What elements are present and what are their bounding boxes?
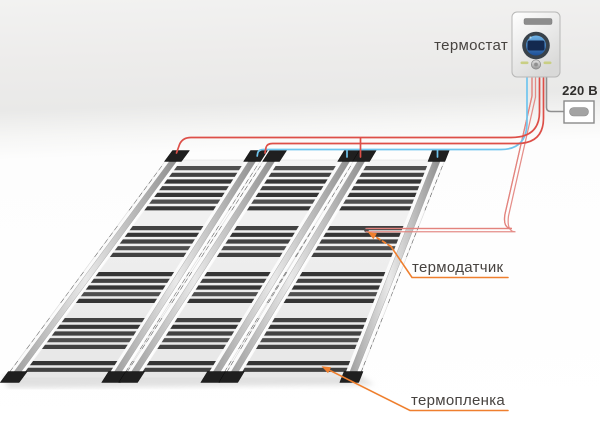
red-wire bbox=[264, 77, 545, 154]
heating-stripes bbox=[126, 166, 352, 372]
cord-line bbox=[545, 76, 565, 113]
bus-bar bbox=[339, 150, 450, 383]
heating-film-panel bbox=[0, 150, 268, 383]
connector-clip bbox=[0, 371, 28, 383]
connector-clip bbox=[218, 371, 245, 383]
power-cord bbox=[545, 76, 565, 113]
dial-display bbox=[527, 40, 545, 51]
indicator-dash bbox=[543, 61, 552, 65]
sensor-wire bbox=[364, 77, 537, 233]
thermostat-icon bbox=[511, 11, 561, 78]
callout-film bbox=[321, 366, 509, 412]
connector-clip bbox=[163, 150, 190, 162]
arrowhead bbox=[367, 231, 377, 240]
power-wire-red bbox=[175, 77, 545, 158]
connector-clip bbox=[339, 371, 364, 383]
heating-stripes bbox=[226, 166, 443, 372]
blue-wire bbox=[256, 77, 528, 157]
callout-sensor bbox=[367, 231, 509, 279]
film-label: термопленка bbox=[411, 392, 506, 409]
bus-bar bbox=[0, 150, 190, 383]
outlet-icon bbox=[563, 100, 595, 124]
power-wire-blue bbox=[256, 77, 528, 158]
thermostat-label: термостат bbox=[434, 37, 508, 54]
sensor-wire-line bbox=[365, 77, 537, 233]
sensor-wire-line bbox=[365, 77, 533, 230]
callout-line bbox=[324, 367, 509, 412]
red-wire bbox=[175, 77, 541, 154]
connector-clip bbox=[427, 150, 450, 162]
heating-film-panel bbox=[218, 150, 450, 383]
bus-bar bbox=[218, 150, 377, 383]
plug-pin bbox=[569, 107, 589, 117]
sensor-label: термодатчик bbox=[412, 259, 504, 276]
bus-bar bbox=[118, 150, 288, 383]
arrowhead bbox=[321, 366, 332, 374]
connector-clip bbox=[118, 371, 146, 383]
connector-clip bbox=[352, 150, 377, 162]
connector-clip bbox=[262, 150, 288, 162]
callout-line bbox=[390, 245, 509, 279]
bus-bar bbox=[101, 150, 268, 383]
display-slot bbox=[523, 18, 553, 25]
heating-stripes bbox=[9, 166, 258, 372]
indicator-dash bbox=[520, 61, 529, 65]
voltage-label: 220 В bbox=[562, 83, 598, 98]
